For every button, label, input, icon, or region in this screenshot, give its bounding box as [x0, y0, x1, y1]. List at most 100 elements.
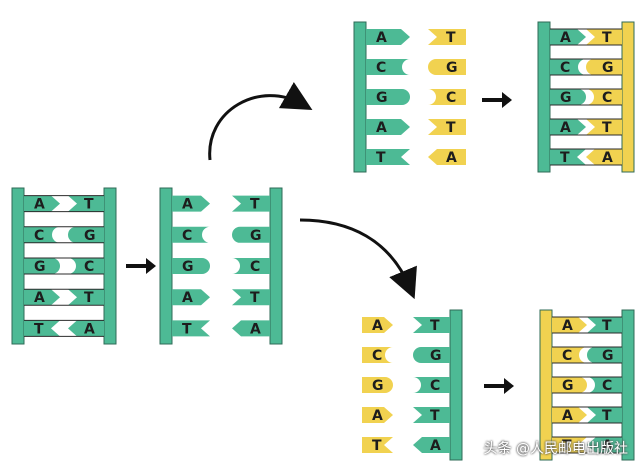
backbone-left	[537, 21, 551, 173]
base-right-G	[587, 347, 622, 363]
backbone-left	[11, 187, 25, 345]
base-label-right: C	[602, 90, 612, 106]
base-label-left: C	[560, 60, 570, 76]
base-label-right: C	[446, 90, 456, 106]
base-right-A	[68, 320, 104, 337]
base-right-G	[413, 347, 450, 363]
base-label-left: C	[182, 228, 192, 244]
base-right-C	[428, 89, 466, 105]
base-label-right: G	[602, 348, 614, 364]
base-left-A	[24, 195, 60, 212]
arrow-right-icon	[126, 258, 156, 274]
base-left-G	[552, 377, 587, 393]
base-right-T	[587, 317, 622, 333]
base-left-T	[362, 437, 393, 453]
base-left-C	[172, 226, 210, 243]
base-label-left: G	[562, 378, 574, 394]
curved-arrow-down-icon	[299, 218, 417, 300]
base-label-left: A	[34, 197, 45, 213]
base-label-left: T	[562, 438, 572, 454]
base-label-left: A	[372, 318, 383, 334]
backbone-left	[159, 187, 173, 345]
arrow-right-icon	[484, 378, 514, 394]
base-label-right: A	[602, 150, 613, 166]
base-label-right: G	[446, 60, 458, 76]
base-left-A	[366, 29, 410, 45]
base-label-left: C	[372, 348, 382, 364]
base-right-G	[68, 226, 104, 243]
base-label-right: T	[602, 408, 612, 424]
base-right-C	[586, 89, 622, 105]
backbone-left	[353, 21, 367, 173]
base-label-right: C	[430, 378, 440, 394]
base-label-right: T	[84, 197, 94, 213]
base-left-G	[172, 258, 210, 274]
base-left-G	[362, 377, 393, 393]
base-label-left: A	[560, 30, 571, 46]
base-label-right: T	[250, 290, 260, 306]
backbone-right	[103, 187, 117, 345]
base-label-right: A	[250, 321, 261, 337]
base-label-right: A	[430, 438, 441, 454]
base-label-right: C	[602, 378, 612, 394]
base-right-A	[232, 320, 270, 337]
base-right-A	[413, 437, 450, 453]
base-right-A	[428, 149, 466, 165]
base-left-A	[552, 317, 587, 333]
base-left-A	[172, 195, 210, 212]
base-label-left: A	[34, 290, 45, 306]
base-label-left: C	[34, 228, 44, 244]
base-label-right: G	[84, 228, 96, 244]
base-label-left: T	[34, 321, 44, 337]
base-label-right: G	[430, 348, 442, 364]
base-label-right: C	[84, 259, 94, 275]
base-left-T	[550, 149, 586, 165]
base-label-right: G	[602, 60, 614, 76]
base-label-left: C	[376, 60, 386, 76]
watermark: 头条 @人民邮电出版社	[483, 441, 628, 457]
base-right-T	[587, 407, 622, 423]
base-label-right: T	[602, 120, 612, 136]
curved-arrow-up-icon	[208, 82, 313, 161]
base-right-G	[428, 59, 466, 75]
base-left-G	[550, 89, 586, 105]
base-label-left: G	[372, 378, 384, 394]
base-left-A	[550, 119, 586, 135]
base-left-G	[24, 258, 60, 274]
base-right-T	[68, 195, 104, 212]
base-left-A	[366, 119, 410, 135]
base-right-G	[232, 226, 270, 243]
base-label-left: A	[182, 197, 193, 213]
base-label-left: T	[376, 150, 386, 166]
base-right-T	[428, 119, 466, 135]
base-label-left: A	[376, 30, 387, 46]
base-left-C	[24, 226, 60, 243]
base-label-right: G	[250, 228, 262, 244]
base-right-T	[586, 119, 622, 135]
base-label-left: A	[376, 120, 387, 136]
base-label-right: T	[446, 30, 456, 46]
base-right-A	[586, 149, 622, 165]
base-left-C	[552, 347, 587, 363]
base-label-left: G	[376, 90, 388, 106]
base-left-T	[366, 149, 410, 165]
base-label-left: G	[182, 259, 194, 275]
base-left-T	[24, 320, 60, 337]
base-label-left: G	[560, 90, 572, 106]
base-right-T	[428, 29, 466, 45]
base-label-left: A	[562, 318, 573, 334]
base-right-C	[587, 377, 622, 393]
base-label-left: G	[34, 259, 46, 275]
base-left-C	[550, 59, 586, 75]
base-right-C	[232, 258, 270, 274]
base-label-right: T	[430, 408, 440, 424]
base-label-right: C	[250, 259, 260, 275]
base-right-G	[586, 59, 622, 75]
base-left-T	[172, 320, 210, 337]
base-left-A	[552, 407, 587, 423]
base-label-left: A	[560, 120, 571, 136]
base-label-right: A	[446, 150, 457, 166]
backbone-right	[621, 21, 635, 173]
